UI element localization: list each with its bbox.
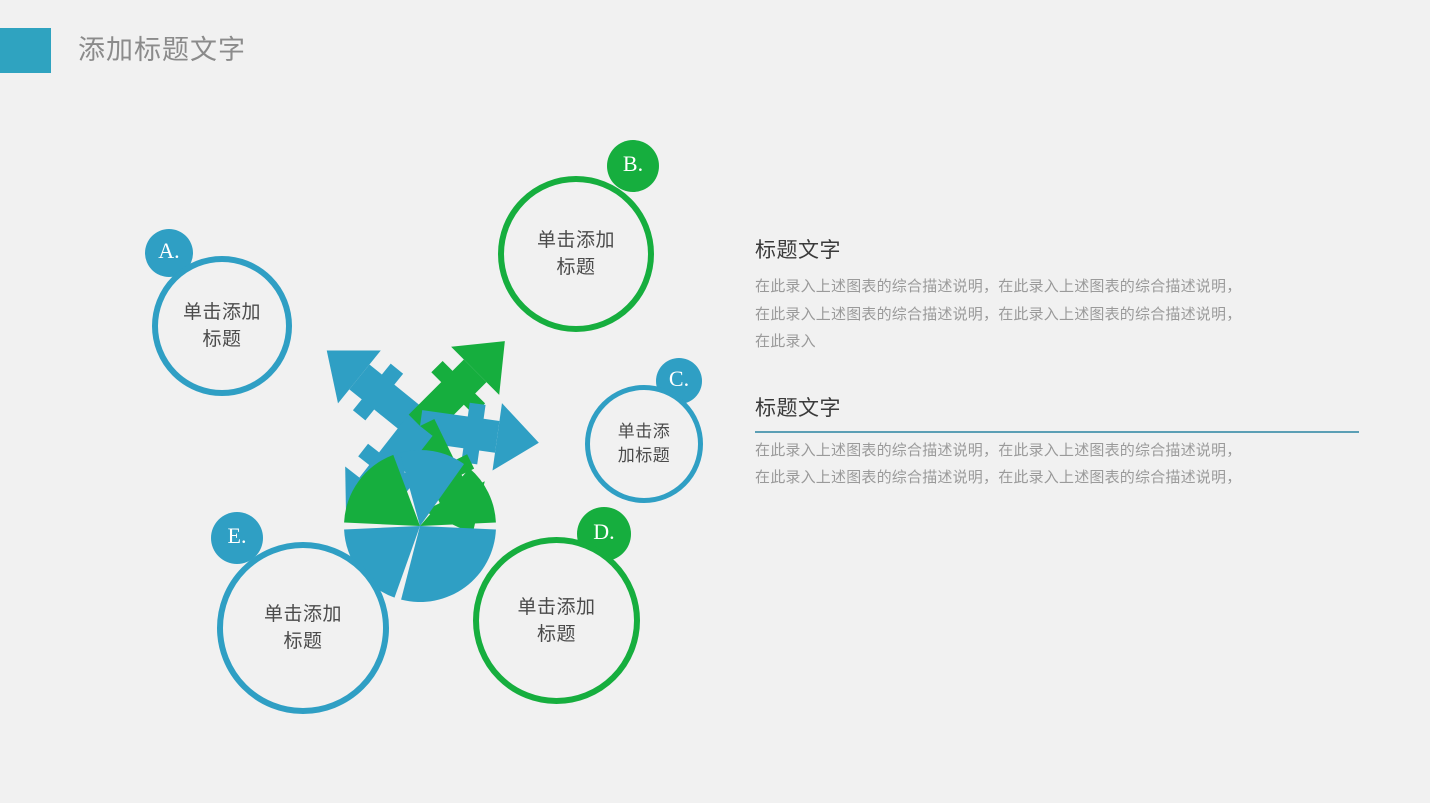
description-line: 在此录入上述图表的综合描述说明，在此录入上述图表的综合描述说明， [755,469,1242,486]
pie-sectors [344,450,496,602]
node-label-d: 单击添加 标题 [517,594,595,648]
diagram-graphics [326,341,539,602]
description-line: 在此录入 [755,333,816,350]
node-label-b: 单击添加 标题 [537,227,615,281]
node-label-c-line1: 单击添 [617,422,671,441]
node-label-a-line2: 标题 [202,329,242,350]
node-label-a: 单击添加 标题 [183,299,261,353]
node-label-d-line2: 标题 [536,623,576,645]
header-accent-block [0,28,51,73]
node-circle-c[interactable]: 单击添 加标题 [585,385,703,503]
description-heading-1: 标题文字 [755,239,841,262]
description-panel: 标题文字 在此录入上述图表的综合描述说明，在此录入上述图表的综合描述说明， 在此… [755,236,1365,530]
node-circle-a[interactable]: 单击添加 标题 [152,256,292,396]
node-badge-b: B. [607,140,659,192]
node-label-e-line2: 标题 [283,631,323,652]
node-label-b-line1: 单击添加 [536,230,615,251]
node-label-d-line1: 单击添加 [517,596,596,618]
node-badge-e: E. [211,512,263,564]
description-heading-2: 标题文字 [755,396,841,420]
description-line: 在此录入上述图表的综合描述说明，在此录入上述图表的综合描述说明， [755,441,1242,459]
node-label-e-line1: 单击添加 [263,604,342,625]
slide-header: 添加标题文字 [0,0,1430,100]
description-body-1: 在此录入上述图表的综合描述说明，在此录入上述图表的综合描述说明， 在此录入上述图… [755,273,1365,356]
node-label-a-line1: 单击添加 [182,302,261,323]
node-circle-b[interactable]: 单击添加 标题 [498,176,654,332]
node-circle-d[interactable]: 单击添加 标题 [473,537,640,704]
node-circle-e[interactable]: 单击添加 标题 [217,542,389,714]
description-block-2: 标题文字 在此录入上述图表的综合描述说明，在此录入上述图表的综合描述说明， 在此… [755,394,1365,492]
pie-sector-s3 [399,450,465,526]
description-line: 在此录入上述图表的综合描述说明，在此录入上述图表的综合描述说明， [755,305,1242,323]
description-divider [755,430,1359,433]
description-line: 在此录入上述图表的综合描述说明，在此录入上述图表的综合描述说明， [755,278,1242,295]
arrow-right [417,402,500,465]
node-label-e: 单击添加 标题 [264,601,342,655]
node-label-b-line2: 标题 [556,257,596,278]
pie-sector-s1 [344,526,420,598]
node-label-c: 单击添 加标题 [618,420,671,468]
description-body-2: 在此录入上述图表的综合描述说明，在此录入上述图表的综合描述说明， 在此录入上述图… [755,437,1365,492]
radial-diagram: A. 单击添加 标题 B. 单击添加 标题 C. 单击添 加标题 D. 单击添加… [0,100,740,800]
node-label-c-line2: 加标题 [617,446,671,465]
pie-sector-s5 [401,526,496,602]
description-block-1: 标题文字 在此录入上述图表的综合描述说明，在此录入上述图表的综合描述说明， 在此… [755,236,1365,356]
pie-sector-s4 [420,468,496,526]
page-title: 添加标题文字 [78,35,246,65]
pie-sector-s2 [344,454,420,526]
